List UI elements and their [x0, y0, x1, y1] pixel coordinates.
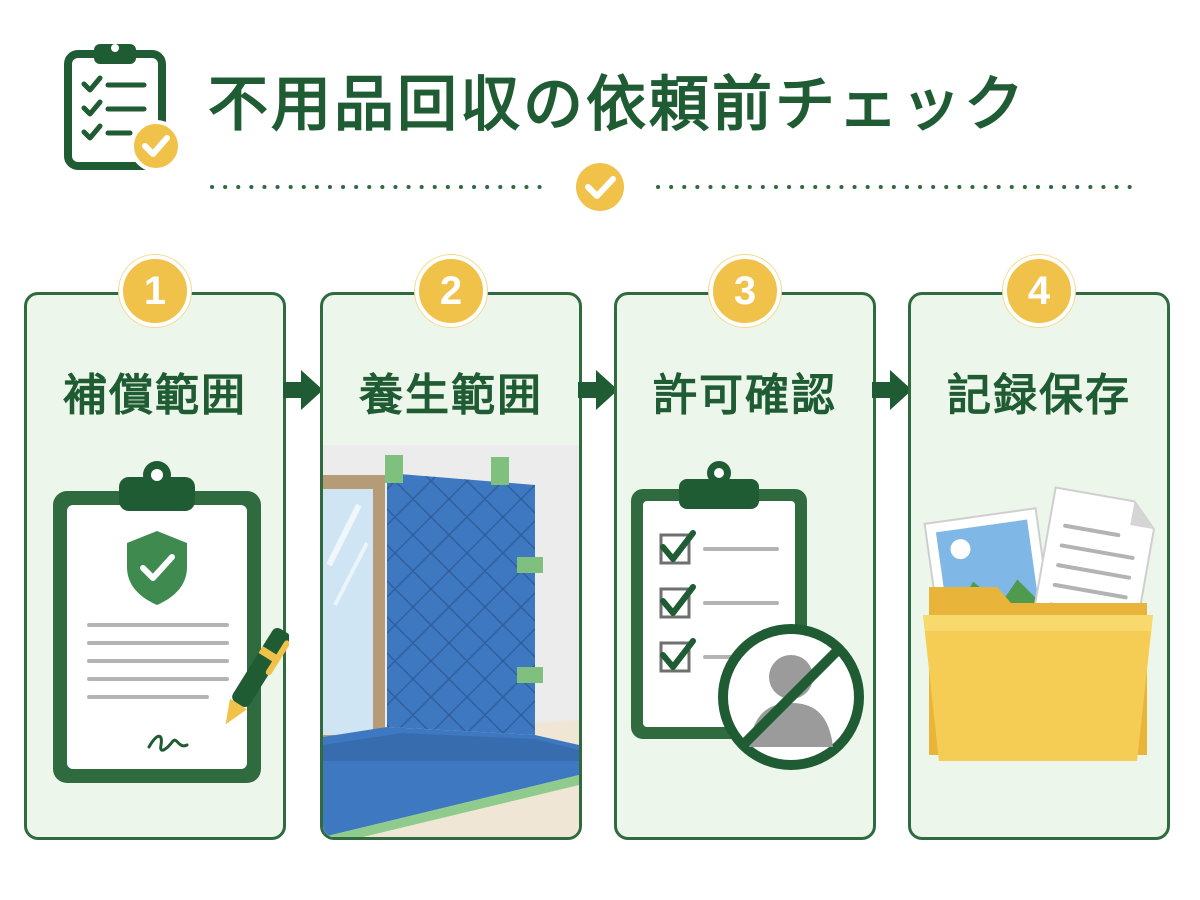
- arrow-right-icon: [872, 370, 912, 410]
- folder-documents-icon: [923, 486, 1155, 761]
- step-card-4: 4 記録保存: [908, 255, 1170, 840]
- wall-protection-padding-icon: [323, 445, 579, 837]
- step-title: 補償範囲: [63, 370, 247, 421]
- clipboard-check-icon: [64, 44, 182, 172]
- step-title: 養生範囲: [359, 370, 543, 421]
- step-card-1: 1 補償範囲: [24, 255, 289, 840]
- header: 不用品回収の依頼前チェック: [0, 0, 1200, 230]
- step-number-badge: 2: [415, 255, 487, 327]
- checklist-no-unauthorized-icon: [631, 461, 864, 770]
- contract-shield-pen-icon: [53, 461, 289, 783]
- step-number-badge: 3: [709, 255, 781, 327]
- step-number-badge: 1: [119, 255, 191, 327]
- dotted-divider: [210, 163, 1132, 211]
- step-number-badge: 4: [1003, 255, 1075, 327]
- step-title: 許可確認: [653, 370, 837, 421]
- page-title: 不用品回収の依頼前チェック: [208, 70, 1027, 140]
- step-title: 記録保存: [947, 370, 1131, 421]
- step-card-3: 3 許可確認: [614, 255, 876, 840]
- arrow-right-icon: [283, 370, 323, 410]
- check-circle-icon: [576, 163, 624, 211]
- step-card-2: 2 養生範囲: [320, 255, 582, 840]
- arrow-right-icon: [578, 370, 618, 410]
